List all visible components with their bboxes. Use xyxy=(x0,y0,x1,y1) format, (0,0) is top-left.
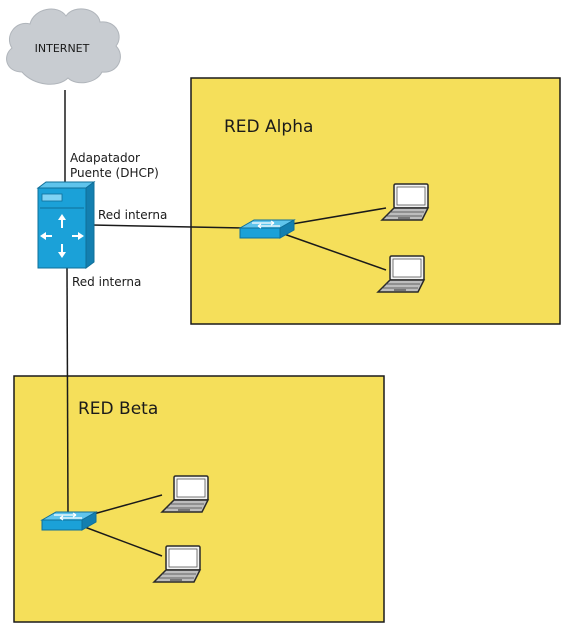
zone-beta-title: RED Beta xyxy=(78,399,158,419)
bridge-adapter-label-line1: Adapatador xyxy=(70,151,140,165)
bridge-adapter-label-line2: Puente (DHCP) xyxy=(70,166,159,180)
link-router-switch-alpha xyxy=(91,224,245,229)
cloud-icon xyxy=(6,8,121,85)
connections xyxy=(64,90,387,557)
internet-label: INTERNET xyxy=(35,42,90,55)
link-switch-beta-laptop-2 xyxy=(81,525,163,557)
link-router-switch-beta xyxy=(66,267,69,515)
link-beta-label: Red interna xyxy=(72,275,141,289)
link-switch-beta-laptop-1 xyxy=(89,494,163,516)
zone-alpha-title: RED Alpha xyxy=(224,117,313,137)
link-switch-alpha-laptop-2 xyxy=(283,233,387,271)
link-switch-alpha-laptop-1 xyxy=(291,207,387,225)
zone-alpha xyxy=(190,77,561,325)
link-alpha-label: Red interna xyxy=(98,208,167,222)
router-server-icon xyxy=(36,181,96,269)
